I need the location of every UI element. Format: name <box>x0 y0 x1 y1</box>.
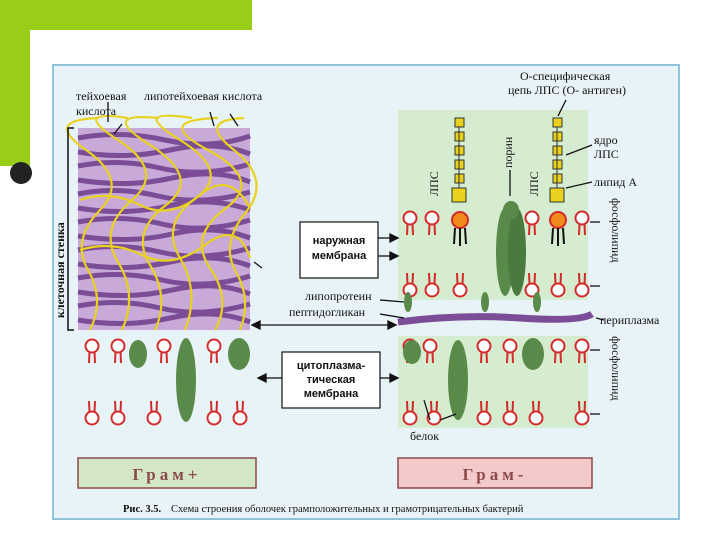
porin-protein <box>496 201 526 296</box>
label-lps-core-2: ЛПС <box>594 147 619 161</box>
label-teichoic-acid-2: кислота <box>76 104 117 118</box>
label-protein: белок <box>410 429 439 443</box>
label-o-specific: О-специфическая <box>520 69 611 83</box>
label-lps-left: ЛПС <box>427 171 441 196</box>
gram-positive-cell-wall <box>67 116 256 330</box>
label-periplasm: периплазма <box>600 313 660 327</box>
label-gram-negative: Грам- <box>463 465 528 484</box>
gram-positive-membrane <box>78 338 250 428</box>
label-lipid-a: липид А <box>594 175 637 189</box>
label-lps-core: ядро <box>594 133 618 147</box>
label-cytoplasmic-membrane-2: тическая <box>307 374 356 386</box>
cell-wall-bracket <box>68 128 74 330</box>
label-porin: порин <box>501 136 515 168</box>
label-gram-positive: Грам+ <box>133 465 202 484</box>
label-phospholipid-bottom: фосфолипид <box>609 336 623 401</box>
thin-peptidoglycan <box>398 314 592 322</box>
label-teichoic-acid: тейхоевая <box>76 89 127 103</box>
label-outer-membrane-2: мембрана <box>312 250 367 262</box>
label-cytoplasmic-membrane: цитоплазма- <box>297 360 366 372</box>
label-cytoplasmic-membrane-3: мембрана <box>304 388 359 400</box>
label-peptidoglycan: пептидогликан <box>289 305 366 319</box>
gram-negative-envelope <box>398 110 592 428</box>
label-lps-right: ЛПС <box>527 171 541 196</box>
label-o-antigen: цепь ЛПС (О- антиген) <box>508 83 626 97</box>
label-lipoprotein: липопротеин <box>305 289 372 303</box>
label-phospholipid-top: фосфолипид <box>609 198 623 263</box>
label-lipoteichoic-acid: липотейхоевая кислота <box>144 89 263 103</box>
label-cell-wall: клеточная стенка <box>53 222 67 318</box>
label-outer-membrane: наружная <box>313 235 366 247</box>
caption-text: Схема строения оболочек грамположительны… <box>171 504 524 515</box>
caption-figure-number: Рис. 3.5. <box>123 504 161 515</box>
